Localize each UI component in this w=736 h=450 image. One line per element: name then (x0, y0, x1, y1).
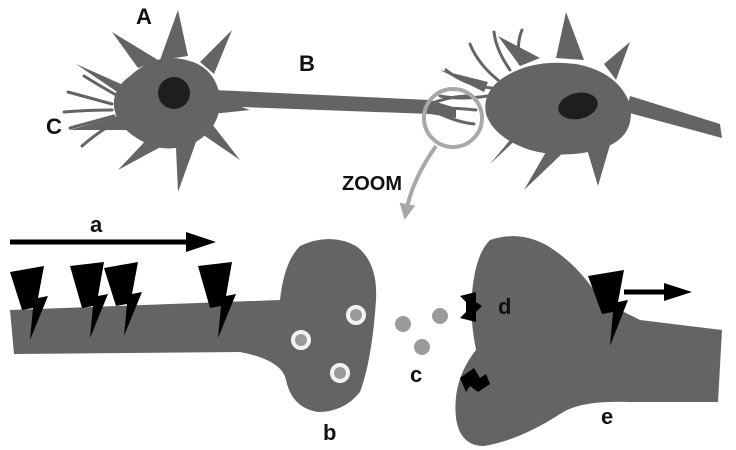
label-B: B (299, 51, 315, 76)
vesicle (332, 365, 348, 381)
label-A: A (136, 4, 152, 29)
vesicle (293, 332, 309, 348)
neurotransmitters (395, 308, 448, 355)
neurotransmitter (395, 316, 411, 332)
neurotransmitter (414, 339, 430, 355)
postsynaptic-neuron (440, 12, 722, 190)
postsynaptic-propagation-arrow (624, 283, 692, 301)
label-e: e (601, 404, 613, 429)
presynaptic-neuron (64, 10, 476, 192)
label-zoom: ZOOM (342, 173, 402, 195)
zoom-arrow (406, 146, 436, 212)
postsynaptic-soma (485, 63, 631, 155)
label-c: c (410, 362, 422, 387)
label-C: C (46, 114, 62, 139)
postsynaptic-dendrite (455, 236, 722, 446)
propagation-arrow (10, 232, 216, 252)
label-a: a (90, 212, 103, 237)
presynaptic-nucleus (158, 77, 190, 109)
axon-terminal (10, 239, 376, 412)
vesicle (348, 307, 364, 323)
neurotransmitter (432, 308, 448, 324)
axon (214, 90, 456, 118)
label-b: b (323, 420, 336, 445)
label-d: d (498, 294, 511, 319)
